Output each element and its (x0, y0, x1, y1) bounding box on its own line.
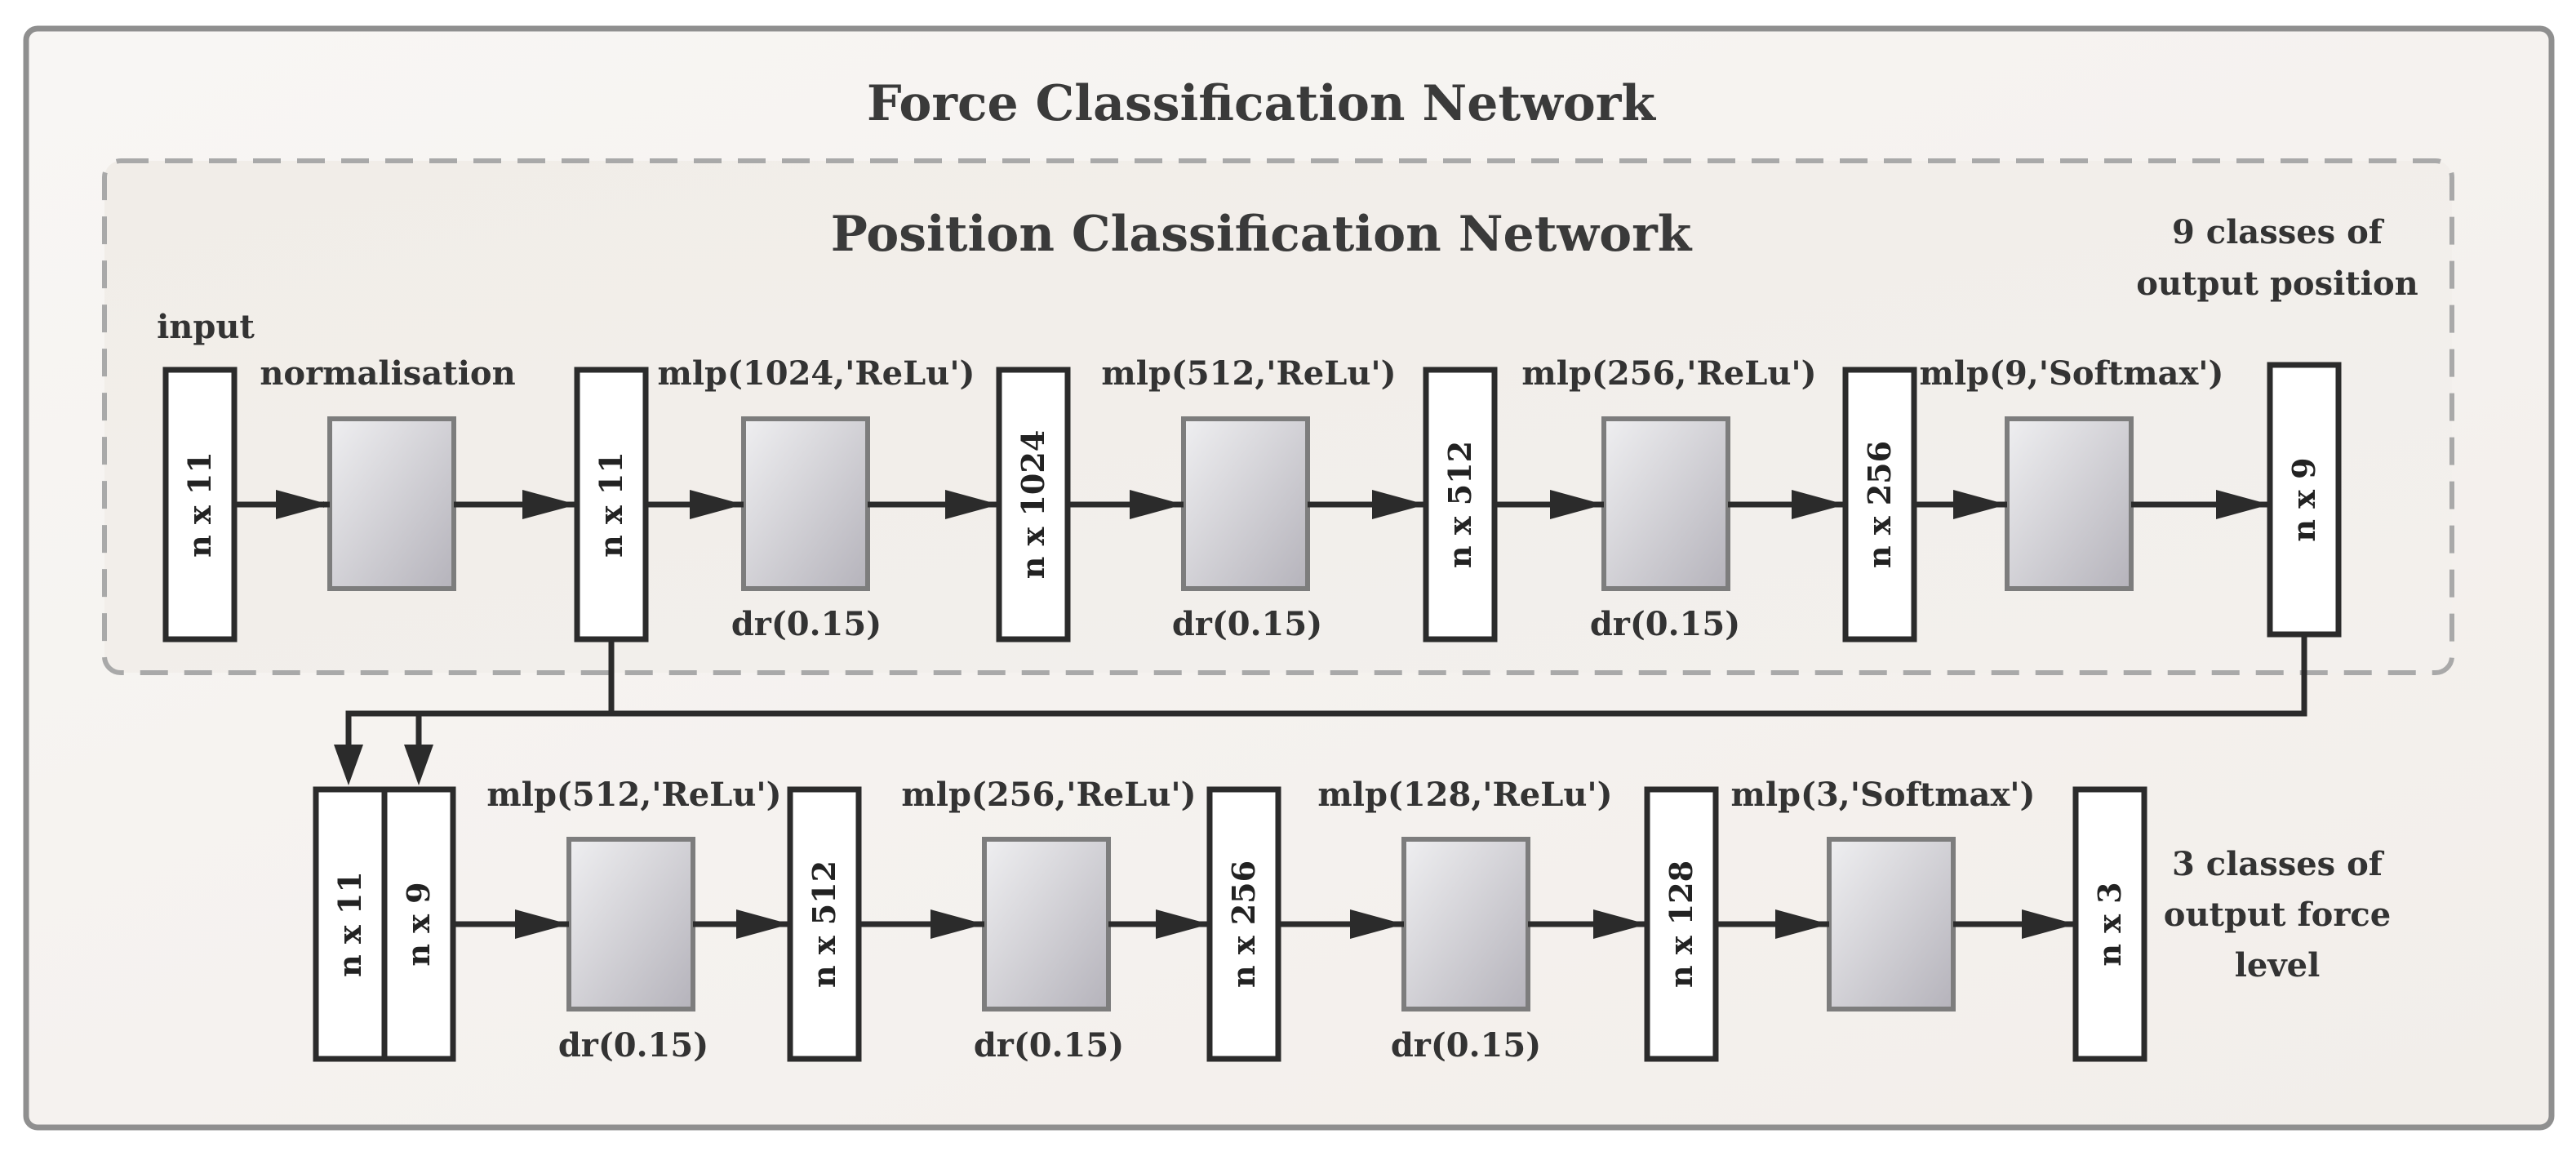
position-layer-mlp-9-softmax: mlp(9,'Softmax') (1920, 354, 2224, 591)
svg-text:mlp(1024,'ReLu'): mlp(1024,'ReLu') (658, 354, 975, 393)
force-output-note-line1: 3 classes of (2172, 845, 2385, 883)
force-output-note-line2: output force (2164, 896, 2391, 934)
svg-text:n x 512: n x 512 (806, 860, 842, 988)
svg-text:n x 11: n x 11 (181, 451, 218, 558)
input-label: input (157, 308, 255, 346)
force-tensor-4: n x 256 (1206, 786, 1281, 1062)
force-tensor-2: n x 9 (381, 786, 456, 1062)
svg-text:mlp(256,'ReLu'): mlp(256,'ReLu') (1521, 354, 1816, 393)
svg-text:mlp(128,'ReLu'): mlp(128,'ReLu') (1317, 776, 1612, 814)
position-output-note-line2: output position (2136, 265, 2418, 303)
outer-title: Force Classification Network (867, 75, 1656, 132)
position-tensor-5: n x 256 (1842, 367, 1917, 642)
svg-text:dr(0.15): dr(0.15) (1590, 605, 1740, 643)
force-flow-arrows (453, 909, 2076, 939)
svg-text:n x 1024: n x 1024 (1015, 430, 1051, 580)
svg-text:mlp(256,'ReLu'): mlp(256,'ReLu') (901, 776, 1196, 814)
position-layer-mlp-256: mlp(256,'ReLu') dr(0.15) (1521, 354, 1816, 643)
svg-text:mlp(9,'Softmax'): mlp(9,'Softmax') (1920, 354, 2224, 393)
position-tensor-6: n x 9 (2267, 362, 2342, 638)
svg-text:n x 9: n x 9 (2285, 457, 2322, 541)
force-tensor-6: n x 3 (2072, 786, 2147, 1062)
svg-text:dr(0.15): dr(0.15) (558, 1026, 708, 1065)
position-tensor-2: n x 11 (574, 367, 649, 642)
skip-connections (334, 634, 2307, 785)
svg-text:mlp(512,'ReLu'): mlp(512,'ReLu') (1101, 354, 1396, 393)
svg-text:dr(0.15): dr(0.15) (1172, 605, 1322, 643)
svg-text:n x 512: n x 512 (1441, 441, 1478, 568)
position-output-note-line1: 9 classes of (2172, 213, 2385, 251)
position-layer-mlp-512: mlp(512,'ReLu') dr(0.15) (1101, 354, 1396, 643)
svg-text:dr(0.15): dr(0.15) (731, 605, 882, 643)
svg-text:n x 256: n x 256 (1225, 860, 1262, 988)
svg-text:mlp(3,'Softmax'): mlp(3,'Softmax') (1731, 776, 2036, 814)
position-flow-arrows (234, 490, 2270, 519)
svg-text:n x 3: n x 3 (2091, 882, 2128, 966)
svg-text:dr(0.15): dr(0.15) (974, 1026, 1124, 1065)
position-tensor-1: n x 11 (162, 367, 238, 642)
svg-text:n x 9: n x 9 (400, 882, 437, 966)
position-tensor-4: n x 512 (1423, 367, 1498, 642)
force-tensor-3: n x 512 (787, 786, 862, 1062)
svg-text:n x 11: n x 11 (331, 871, 368, 977)
svg-text:n x 11: n x 11 (593, 451, 629, 558)
force-layer-mlp-128: mlp(128,'ReLu') dr(0.15) (1317, 776, 1612, 1065)
inner-title: Position Classification Network (831, 206, 1693, 263)
force-tensor-5: n x 128 (1644, 786, 1719, 1062)
force-output-note-line3: level (2235, 946, 2321, 985)
svg-text:normalisation: normalisation (260, 354, 515, 393)
svg-text:dr(0.15): dr(0.15) (1391, 1026, 1541, 1065)
svg-text:n x 128: n x 128 (1663, 860, 1699, 988)
position-layer-normalisation: normalisation (260, 354, 516, 591)
svg-text:mlp(512,'ReLu'): mlp(512,'ReLu') (486, 776, 781, 814)
force-layer-mlp-512: mlp(512,'ReLu') dr(0.15) (486, 776, 781, 1065)
force-tensor-1: n x 11 (313, 786, 388, 1062)
svg-text:n x 256: n x 256 (1861, 441, 1898, 568)
position-layer-mlp-1024: mlp(1024,'ReLu') dr(0.15) (658, 354, 975, 643)
position-tensor-3: n x 1024 (996, 367, 1071, 642)
